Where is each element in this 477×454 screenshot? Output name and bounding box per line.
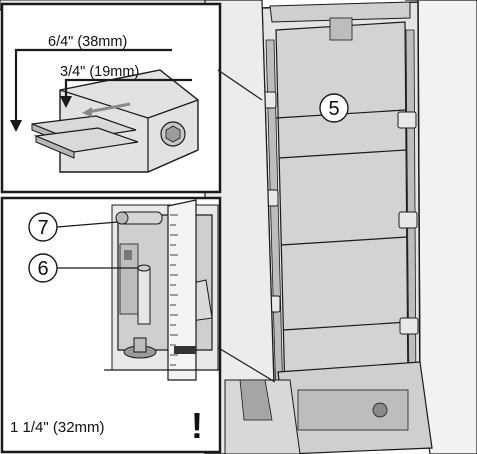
strip-3 [280, 236, 408, 246]
dim-line-a [14, 48, 172, 128]
svg-text:5: 5 [328, 98, 339, 120]
callout-7: 7 [28, 212, 119, 242]
clip-right-2 [398, 211, 418, 229]
strip-2 [278, 149, 407, 159]
base-inner [297, 389, 409, 431]
dim-label-a: 6/4" (38mm) [48, 34, 127, 50]
callout-6: 6 [28, 253, 138, 283]
svg-text:6: 6 [37, 258, 48, 280]
door-panel [275, 21, 409, 397]
bottom-pointer-line [211, 343, 276, 383]
base-knob [372, 402, 388, 418]
top-inset: 6/4" (38mm) 3/4" (19mm) [0, 2, 263, 194]
bottom-dim-label: 1 1/4" (32mm) [10, 419, 105, 436]
insert-arrow-icon [87, 102, 131, 114]
rule-ticks [170, 214, 178, 366]
strip-4 [282, 321, 409, 331]
callout-5: 5 [319, 93, 349, 123]
arrow-down-icon [10, 120, 22, 132]
clip-right-3 [399, 317, 419, 335]
rule-marker [174, 346, 196, 354]
arrow-down-icon [60, 96, 72, 108]
top-hinge-plate [329, 17, 353, 41]
clip-right-1 [397, 111, 417, 129]
svg-text:7: 7 [37, 217, 48, 239]
dim-label-b: 3/4" (19mm) [60, 64, 139, 80]
warning-mark: ! [191, 405, 203, 446]
leveling-leg-6 [137, 267, 151, 325]
top-mechanism [269, 1, 411, 23]
appliance-door [257, 0, 477, 454]
cabinet-side-right [405, 0, 477, 454]
plinth [239, 379, 273, 421]
top-pointer-line [217, 69, 263, 101]
